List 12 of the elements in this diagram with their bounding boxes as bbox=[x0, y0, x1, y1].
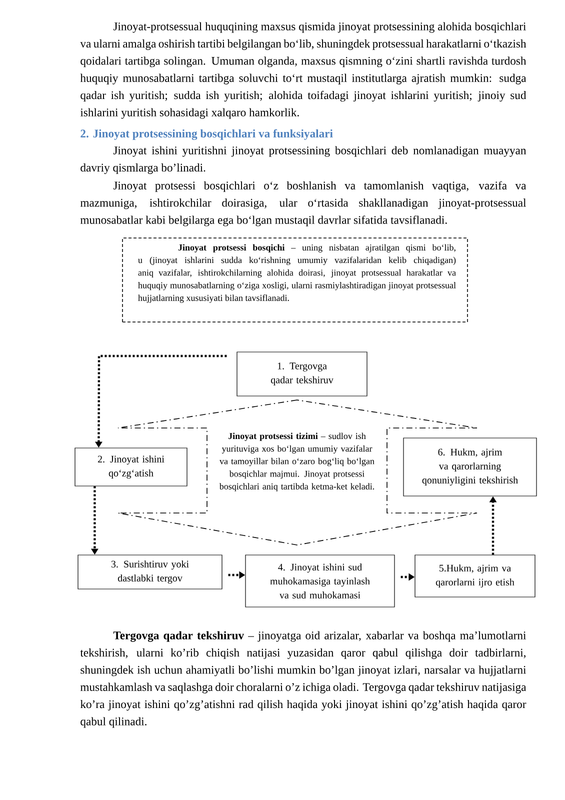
stage-box: 3. Surishtiruv yoki dastlabki tergov bbox=[78, 554, 222, 590]
paragraph: Jinoyat protsessi bosqichlari o‘z boshlanish va tamomlanish vaqtiga, vazifa va mazmuniga, ishtirokchilar doirasiga, ular o‘rtasida shakllanadigan jinoyat-protsessual munosabatlar kabi belgilarga ega bo‘lgan mustaqil davrlar sifatida tavsiflanadi. bbox=[80, 181, 526, 226]
definition-box: Jinoyat protsessi bosqichi – uning nisbatan ajratilgan qismi bo‘lib, u (jinoyat ishlarini sudda ko‘rishning umumiy vazifalaridan kelib chiqadigan) aniq vazifalar, ishtirokchilarning alohida doirasi, jinoyat protsessual harakatlar va huquqiy munosabatlarning o‘ziga xosligi, ularni rasmiylashtiradigan jinoyat protsessual hujjatlarning xususiyati bilan tavsiflanadi. bbox=[122, 238, 468, 322]
stage-box: 6. Hukm, ajrim va qarorlarning qonuniyligini tekshirish bbox=[403, 438, 537, 496]
stage-box: 5.Hukm, ajrim va qarorlarni ijro etish bbox=[414, 554, 536, 598]
stage-box: 4. Jinoyat ishini sud muhokamasiga tayinlash va sud muhokamasi bbox=[245, 554, 395, 608]
paragraph: Tergovga qadar tekshiruv – jinoyatga oid arizalar, xabarlar va boshqa ma’lumotlarni tekshirish, ularni ko’rib chiqish natijasi yuzasidan qaror qabul qilishga doir tadbirlarni, shuningdek ish uchun ahamiyatli bo’lishi mumkin bo’lgan jinoyat izlari, narsalar va hujjatlarni mustahkamlash va saqlashga doir choralarni o’z ichiga oladi. Tergovga qadar tekshiruv natijasiga ko’ra jinoyat ishini qo’zg’atishni rad qilish haqida yoki jinoyat ishini qo’zg’atish haqida qaror qabul qilinadi. bbox=[80, 631, 526, 728]
stage-box: 2. Jinoyat ishini qo‘zg‘atish bbox=[74, 448, 188, 486]
section-heading: 2. Jinoyat protsessining bosqichlari va funksiyalari bbox=[80, 129, 333, 140]
paragraph: Jinoyat ishini yuritishni jinoyat protsessining bosqichlari deb nomlanadigan muayyan davriy qismlarga bo’linadi. bbox=[80, 146, 526, 174]
paragraph: Jinoyat-protsessual huquqining maxsus qismida jinoyat protsessining alohida bosqichlari va ularni amalga oshirish tartibi belgilangan bo‘lib, shuningdek protsessual harakatlarni o‘tkazish qoidalari tartibga solingan. Umuman olganda, maxsus qismning o‘zini shartli ravishda turdosh huquqiy munosabatlarni tartibga soluvchi to‘rt mustaqil institutlarga ajratish mumkin: sudga qadar ish yuritish; sudda ish yuritish; alohida toifadagi jinoyat ishlarini yuritish; jinoiy sud ishlarini yuritish sohasidagi xalqaro hamkorlik. bbox=[80, 22, 526, 119]
stage-box: 1. Tergovga qadar tekshiruv bbox=[236, 352, 368, 396]
